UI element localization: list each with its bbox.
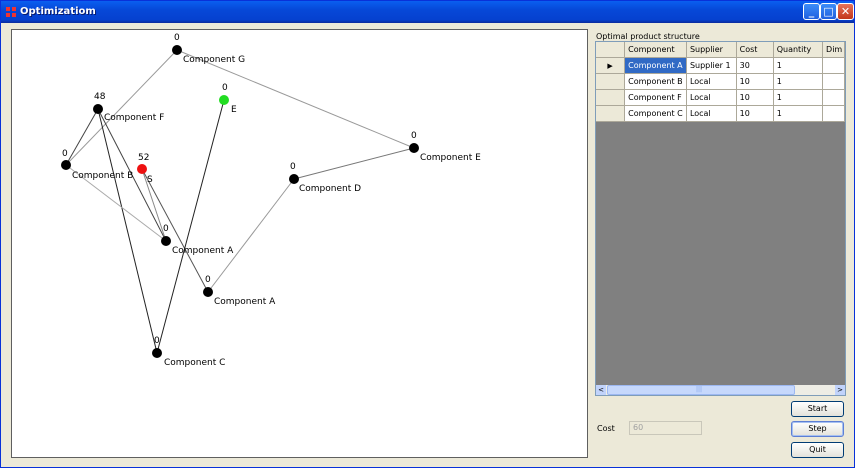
graph-edges (65, 49, 415, 354)
table-cell[interactable] (822, 105, 845, 122)
scroll-right-icon[interactable]: > (835, 385, 845, 395)
edge-B-A1 (65, 164, 167, 242)
quit-button[interactable]: Quit (791, 442, 844, 458)
edge-S-A1 (141, 168, 167, 242)
table-cell[interactable]: 30 (736, 57, 774, 74)
node-label: Component E (420, 153, 481, 163)
node-component-e[interactable] (409, 143, 419, 153)
node-label: Component F (104, 113, 165, 123)
edge-D-CE (293, 147, 415, 180)
node-value: 48 (94, 92, 106, 102)
node-label: Component G (183, 55, 246, 65)
table-row[interactable]: Component B Local 10 1 (596, 73, 845, 90)
node-value: 0 (163, 224, 169, 234)
node-value: 0 (222, 83, 228, 93)
row-selector[interactable]: ▶ (596, 57, 626, 74)
current-row-arrow-icon: ▶ (607, 62, 613, 70)
node-label: Component C (164, 358, 226, 368)
step-button[interactable]: Step (791, 421, 844, 437)
table-cell[interactable] (822, 89, 845, 106)
table-cell[interactable]: Local (686, 73, 737, 90)
node-label: Component B (72, 171, 134, 181)
node-value: 0 (154, 336, 160, 346)
table-header-row: Component Supplier Cost Quantity Dim (596, 42, 845, 58)
column-header-dim[interactable]: Dim (822, 42, 845, 58)
table-row[interactable]: Component F Local 10 1 (596, 89, 845, 106)
table-cell[interactable]: 1 (773, 73, 824, 90)
table-cell[interactable]: Supplier 1 (686, 57, 737, 74)
table-cell[interactable]: 10 (736, 89, 774, 106)
table-cell[interactable] (822, 57, 845, 74)
node-component-f[interactable] (93, 104, 103, 114)
table-cell[interactable]: 10 (736, 105, 774, 122)
node-label: E (231, 105, 237, 115)
column-header-supplier[interactable]: Supplier (686, 42, 737, 58)
graph-canvas[interactable]: 0 Component G 0 E 48 Component F 0 Compo… (11, 29, 588, 458)
product-structure-grid[interactable]: Component Supplier Cost Quantity Dim ▶ C… (595, 41, 846, 396)
node-value: 0 (290, 162, 296, 172)
column-header-component[interactable]: Component (624, 42, 687, 58)
table-row[interactable]: Component C Local 10 1 (596, 105, 845, 122)
edge-F-A1 (97, 108, 167, 242)
edge-F-B (65, 108, 99, 166)
row-selector[interactable] (596, 89, 626, 106)
maximize-button[interactable]: □ (820, 3, 837, 20)
table-cell[interactable]: Local (686, 89, 737, 106)
row-selector[interactable] (596, 73, 626, 90)
node-value: 0 (205, 275, 211, 285)
edge-G-B (65, 49, 178, 166)
table-cell[interactable]: 10 (736, 73, 774, 90)
node-component-g[interactable] (172, 45, 182, 55)
table-cell[interactable]: 1 (773, 89, 824, 106)
row-header-corner (596, 42, 626, 58)
node-label: S (147, 175, 153, 185)
cost-field: 60 (629, 421, 702, 435)
cost-label: Cost (597, 424, 615, 433)
column-header-cost[interactable]: Cost (736, 42, 774, 58)
table-cell[interactable]: Component F (624, 89, 687, 106)
edge-G-CE (176, 49, 415, 149)
node-label: Component A (214, 297, 276, 307)
node-component-c[interactable] (152, 348, 162, 358)
table-cell[interactable]: Component B (624, 73, 687, 90)
row-selector[interactable] (596, 105, 626, 122)
table-cell[interactable]: 1 (773, 105, 824, 122)
window-title: Optimizatiom (20, 6, 96, 17)
node-value: 52 (138, 153, 150, 163)
table-row[interactable]: ▶ Component A Supplier 1 30 1 (596, 57, 845, 74)
node-component-a-2[interactable] (203, 287, 213, 297)
node-value: 0 (174, 33, 180, 43)
edge-D-A2 (207, 178, 295, 293)
start-button[interactable]: Start (791, 401, 844, 417)
scroll-left-icon[interactable]: < (596, 385, 606, 395)
edge-F-C (97, 108, 158, 354)
title-bar[interactable]: Optimizatiom _ □ ✕ (1, 1, 854, 23)
close-button[interactable]: ✕ (837, 3, 854, 20)
node-component-b[interactable] (61, 160, 71, 170)
horizontal-scrollbar[interactable]: < ||| > (596, 385, 845, 395)
node-s[interactable] (137, 164, 147, 174)
node-label: Component A (172, 246, 234, 256)
table-cell[interactable]: 1 (773, 57, 824, 74)
node-label: Component D (299, 184, 362, 194)
data-table: Component Supplier Cost Quantity Dim ▶ C… (596, 42, 845, 122)
app-icon (6, 7, 16, 17)
node-value: 0 (411, 131, 417, 141)
edge-S-A2 (141, 168, 209, 293)
node-component-a-1[interactable] (161, 236, 171, 246)
table-cell[interactable] (822, 73, 845, 90)
node-component-d[interactable] (289, 174, 299, 184)
table-cell[interactable]: Component A (624, 57, 687, 74)
node-e[interactable] (219, 95, 229, 105)
minimize-button[interactable]: _ (803, 3, 820, 20)
table-cell[interactable]: Component C (624, 105, 687, 122)
edge-E-C (156, 99, 225, 354)
scrollbar-thumb[interactable]: ||| (607, 385, 795, 395)
column-header-quantity[interactable]: Quantity (773, 42, 824, 58)
table-title: Optimal product structure (596, 32, 700, 41)
node-value: 0 (62, 149, 68, 159)
scroll-grip-icon: ||| (696, 386, 703, 393)
table-cell[interactable]: Local (686, 105, 737, 122)
